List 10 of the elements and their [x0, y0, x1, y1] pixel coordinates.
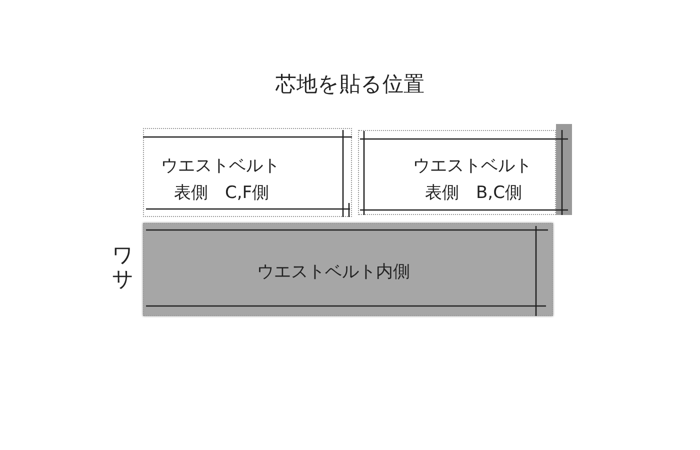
panel-label: 表側 C,F側 [174, 182, 270, 204]
panel-label: ウエストベルト [161, 155, 280, 177]
panel-label: ウエストベルト [413, 155, 532, 177]
interfacing-panel [358, 130, 556, 215]
title: 芯地を貼る位置 [274, 71, 426, 98]
fold-label: ワサ [112, 243, 134, 292]
panel-label: ウエストベルト内側 [257, 261, 410, 283]
interfacing-panel [143, 128, 352, 217]
interfacing-panel [143, 223, 553, 316]
panel-label: 表側 B,C側 [425, 182, 522, 204]
